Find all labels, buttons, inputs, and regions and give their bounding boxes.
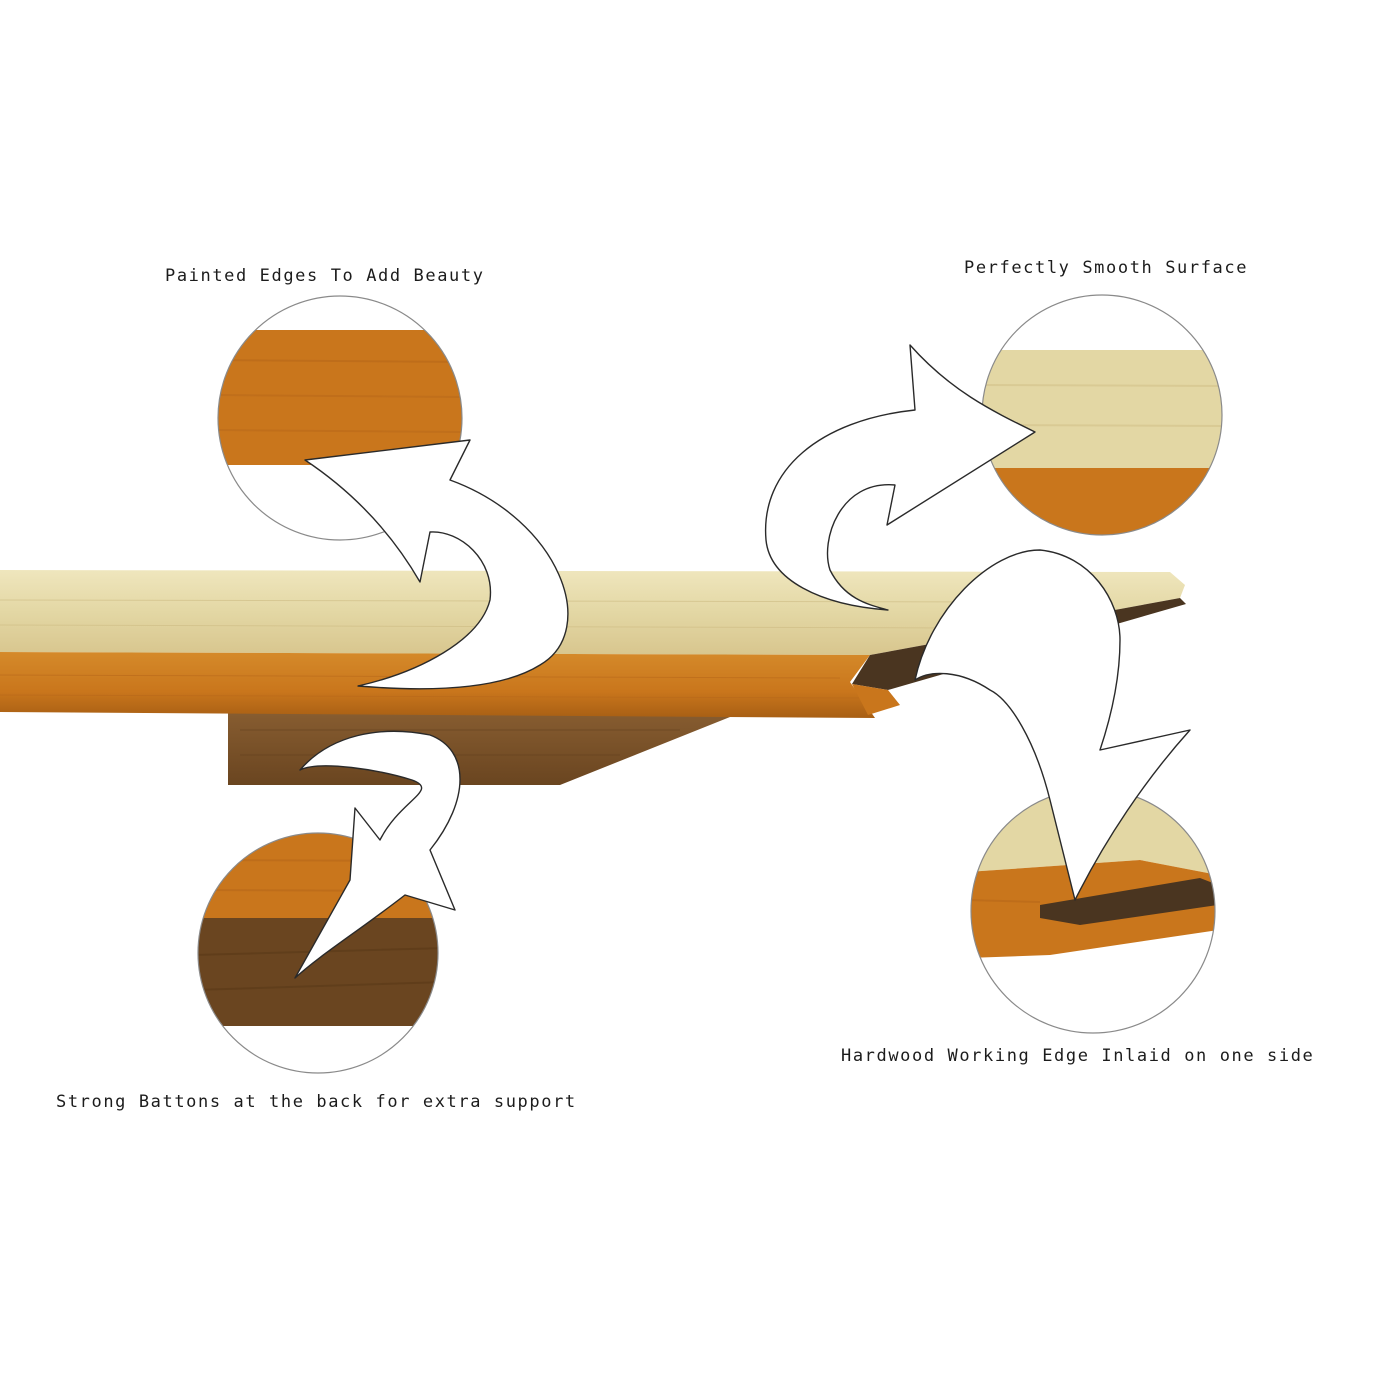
zoom-circle-smooth-surface [981,294,1223,536]
caption-battons: Strong Battons at the back for extra sup… [56,1092,577,1112]
curved-arrow-icon [764,344,1036,611]
batton [228,705,760,785]
curved-arrow-icon [304,439,569,690]
caption-painted-edges: Painted Edges To Add Beauty [165,266,485,286]
caption-hardwood-edge: Hardwood Working Edge Inlaid on one side [841,1046,1315,1066]
curved-arrow-icon [914,549,1191,901]
zoom-circle-hardwood-edge [970,788,1216,1034]
curved-arrow-icon [294,730,461,979]
caption-smooth-surface: Perfectly Smooth Surface [964,258,1249,278]
